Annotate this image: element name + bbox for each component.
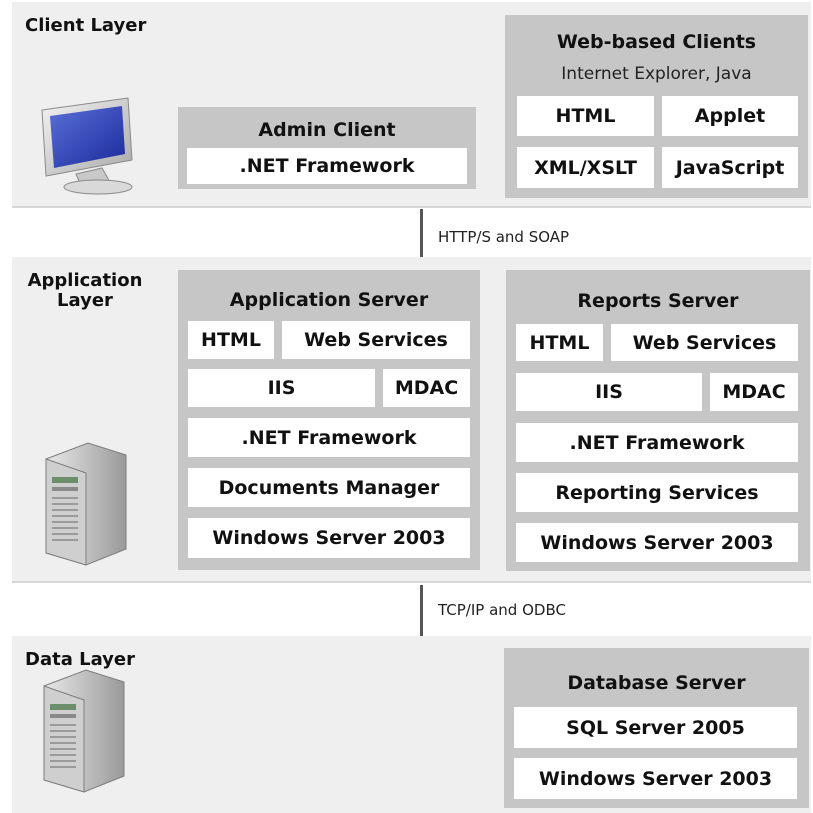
reports-server-iis: IIS bbox=[516, 373, 702, 411]
client-layer-title: Client Layer bbox=[25, 15, 147, 36]
database-server-title: Database Server bbox=[567, 672, 746, 694]
client-layer: Client Layer Admin Client .NET Framework… bbox=[12, 2, 811, 208]
data-layer: Data Layer Database Server SQL Server 20… bbox=[12, 636, 811, 813]
app-server-html: HTML bbox=[188, 321, 274, 359]
web-clients-html: HTML bbox=[517, 96, 654, 136]
web-clients-subtitle: Internet Explorer, Java bbox=[561, 64, 752, 84]
database-server-box: Database Server SQL Server 2005 Windows … bbox=[504, 648, 809, 808]
reports-server-box: Reports Server HTML Web Services IIS MDA… bbox=[506, 270, 810, 571]
app-server-documents-manager: Documents Manager bbox=[188, 468, 470, 507]
reports-server-reporting-services: Reporting Services bbox=[516, 473, 798, 512]
admin-client-box: Admin Client .NET Framework bbox=[178, 107, 476, 189]
application-server-box: Application Server HTML Web Services IIS… bbox=[178, 270, 480, 570]
connector-label-bottom: TCP/IP and ODBC bbox=[438, 601, 566, 619]
reports-server-mdac: MDAC bbox=[710, 373, 798, 411]
application-layer-title: Application Layer bbox=[27, 270, 143, 311]
application-layer: Application Layer Application Server HTM… bbox=[12, 257, 811, 583]
server-tower-icon bbox=[45, 442, 127, 566]
reports-server-dotnet: .NET Framework bbox=[516, 423, 798, 462]
db-server-windows-server: Windows Server 2003 bbox=[514, 758, 797, 799]
app-server-windows-server: Windows Server 2003 bbox=[188, 518, 470, 558]
data-layer-title: Data Layer bbox=[25, 649, 135, 670]
connector-label-top: HTTP/S and SOAP bbox=[438, 228, 570, 246]
app-server-web-services: Web Services bbox=[282, 321, 470, 359]
app-server-dotnet: .NET Framework bbox=[188, 418, 470, 457]
app-server-iis: IIS bbox=[188, 369, 375, 407]
admin-client-title: Admin Client bbox=[258, 119, 396, 141]
connector-line-top bbox=[420, 209, 423, 257]
monitor-icon bbox=[41, 97, 133, 195]
admin-client-dotnet: .NET Framework bbox=[187, 148, 467, 184]
web-clients-xml-xslt: XML/XSLT bbox=[517, 147, 654, 188]
web-clients-javascript: JavaScript bbox=[662, 147, 798, 188]
connector-line-bottom bbox=[420, 585, 423, 636]
reports-server-title: Reports Server bbox=[577, 290, 739, 312]
reports-server-web-services: Web Services bbox=[611, 324, 798, 361]
app-server-mdac: MDAC bbox=[383, 369, 470, 407]
db-server-sql-server: SQL Server 2005 bbox=[514, 707, 797, 748]
reports-server-windows-server: Windows Server 2003 bbox=[516, 523, 798, 562]
reports-server-html: HTML bbox=[516, 324, 603, 361]
web-clients-applet: Applet bbox=[662, 96, 798, 136]
web-clients-title: Web-based Clients bbox=[556, 31, 757, 53]
application-server-title: Application Server bbox=[229, 289, 429, 311]
web-clients-box: Web-based Clients Internet Explorer, Jav… bbox=[505, 15, 808, 198]
server-tower-icon bbox=[43, 669, 125, 793]
